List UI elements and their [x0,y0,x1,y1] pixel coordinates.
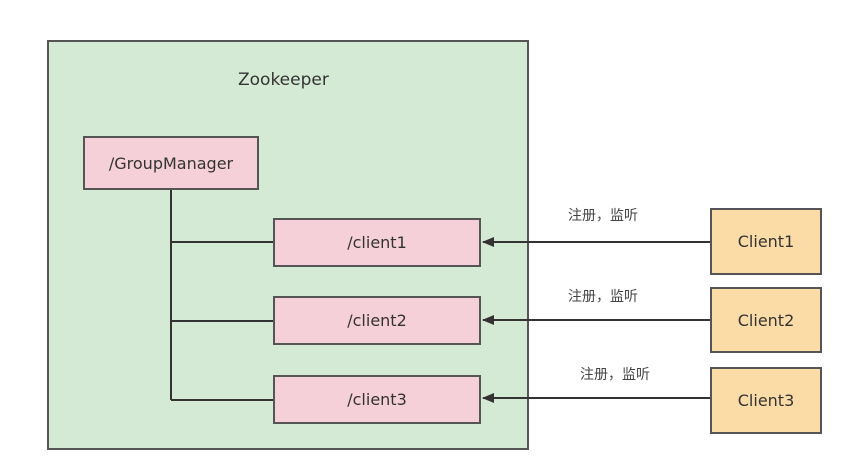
client2-box: Client2 [710,287,822,353]
client3-box: Client3 [710,367,822,434]
client3-znode: /client3 [273,375,481,424]
client2-label: Client2 [737,310,795,330]
client2-znode-label: /client2 [347,311,407,330]
edge-label-client3: 注册，监听 [580,367,650,383]
client2-znode: /client2 [273,296,481,345]
client1-znode-label: /client1 [347,233,407,252]
groupmanager-node: /GroupManager [83,136,259,190]
groupmanager-label: /GroupManager [108,153,234,173]
client1-znode: /client1 [273,218,481,267]
zookeeper-title: Zookeeper [238,70,329,90]
client3-label: Client3 [737,391,795,410]
client3-znode-label: /client3 [347,390,407,409]
edge-label-client1: 注册，监听 [568,208,638,224]
client1-box: Client1 [710,208,822,275]
edge-label-client2: 注册，监听 [568,289,638,305]
client1-label: Client1 [737,232,795,251]
